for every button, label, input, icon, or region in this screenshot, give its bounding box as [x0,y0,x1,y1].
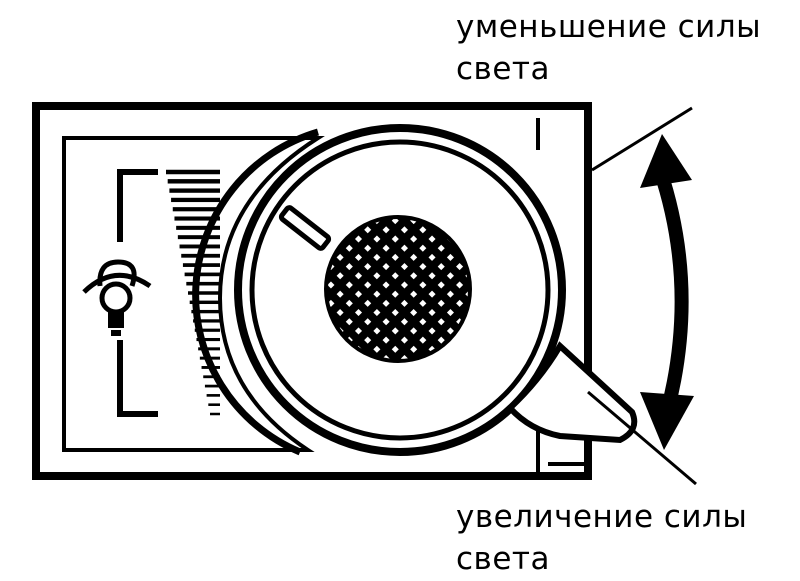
scale-tick [189,300,220,305]
scale-tick [184,272,220,277]
scale-tick [191,309,220,314]
decrease-light-label: уменьшение силы света [456,6,761,90]
scale-tick [204,384,220,388]
scale-tick [188,291,220,295]
scale-tick [172,207,220,212]
scale-tick [198,347,220,351]
scale-tick [208,403,220,406]
guide-line-top [591,106,693,172]
scale-tick [203,375,220,379]
knob-indicator [278,205,332,251]
scale-tick [169,188,220,193]
knob-ring [192,128,319,456]
decrease-label-line1: уменьшение силы [456,9,762,45]
outer-housing [32,102,592,480]
double-arrow-icon [640,134,694,450]
scale-tick [194,328,220,332]
increase-label-line2: света [456,541,550,577]
scale-tick [166,169,220,175]
knob-disc-inner [249,139,551,441]
guide-line-bottom [587,390,697,486]
scale-tick [167,179,220,184]
scale-tick [210,412,220,416]
scale-tick [206,394,220,397]
lamp-eye-icon [82,259,152,336]
scale-tick [193,319,220,323]
knob-lever[interactable] [505,341,638,444]
scale-tick [174,216,220,221]
decrease-label-line2: света [456,51,550,87]
scale-tick [177,235,220,240]
increase-light-label: увеличение силы света [456,496,747,580]
brightness-bracket [117,169,158,417]
scale-tick [171,197,220,203]
scale-tick [176,225,220,230]
increase-label-line1: увеличение силы [456,499,748,535]
grille-dial [324,215,472,363]
scale-tick [186,281,220,286]
inner-panel [62,136,325,452]
scale-tick [196,337,220,342]
